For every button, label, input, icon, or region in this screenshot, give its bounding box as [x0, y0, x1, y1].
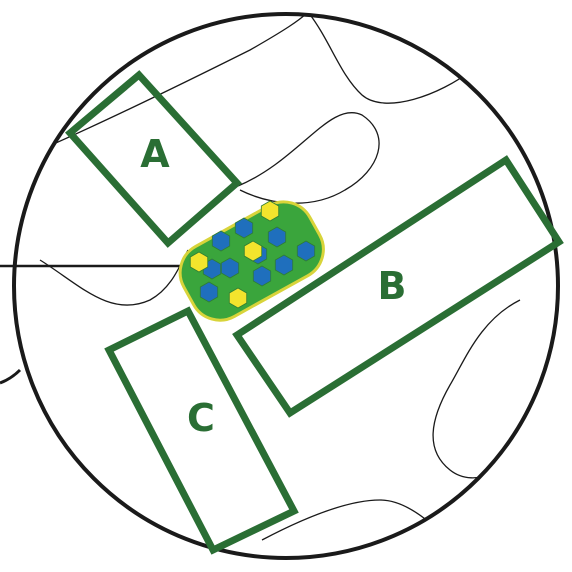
boundary-line — [40, 250, 188, 305]
boundary-line — [433, 300, 540, 478]
region-c-label: C — [187, 396, 215, 440]
boundary-line — [238, 113, 379, 204]
outer-tail-line — [0, 370, 20, 383]
boundary-line — [40, 12, 308, 150]
region-a-label: A — [140, 132, 170, 176]
region-a: A — [70, 75, 237, 243]
boundary-line — [308, 12, 472, 103]
region-b-label: B — [378, 264, 407, 308]
